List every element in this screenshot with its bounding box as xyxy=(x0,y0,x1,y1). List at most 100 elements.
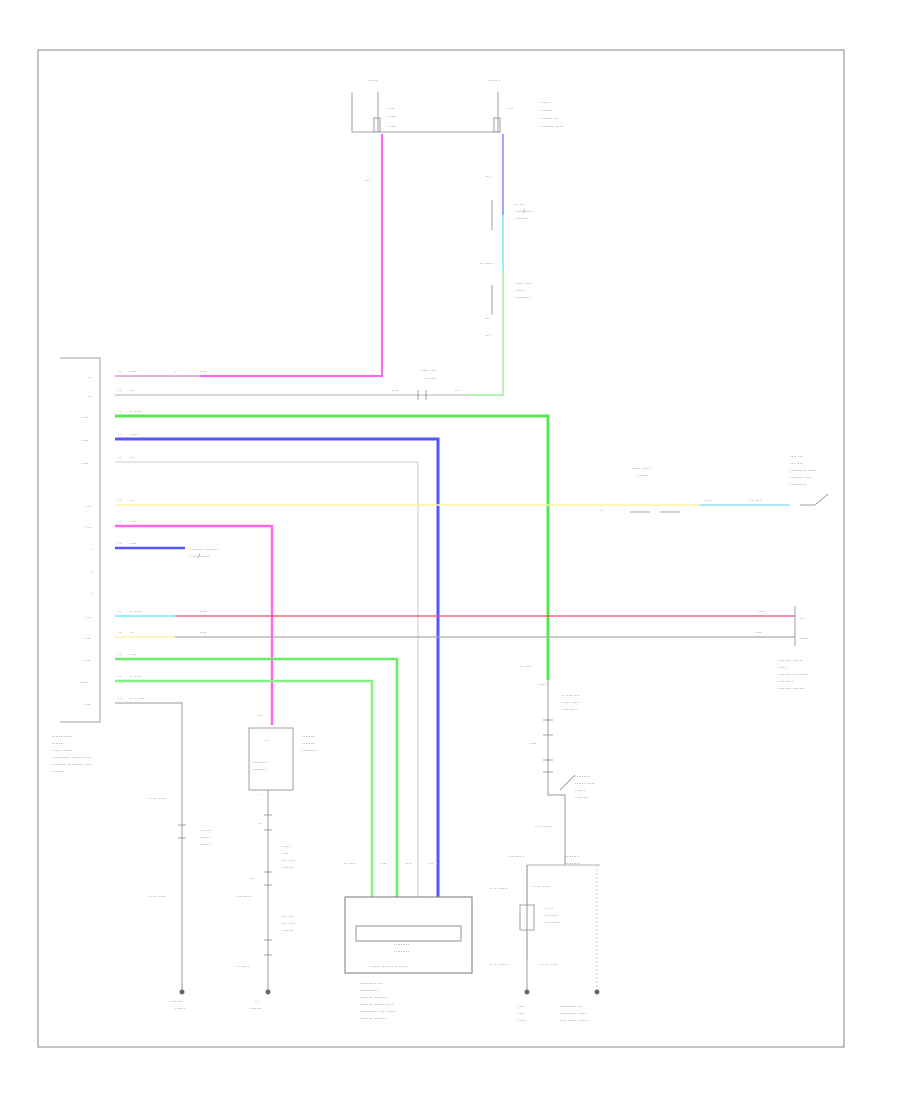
svg-text:·····: ····· xyxy=(518,1018,527,1024)
svg-text:········ ········: ········ ········ xyxy=(360,995,388,1001)
svg-text:··: ·· xyxy=(255,999,259,1005)
wire-green-row11 xyxy=(115,657,399,897)
svg-text:··· ····: ··· ···· xyxy=(790,461,803,467)
engine-control-module-right: ···· ···· ··· ····· ········ ······ ····… xyxy=(755,606,809,692)
svg-text:····: ···· xyxy=(84,702,91,708)
wire-pink-ig xyxy=(115,134,383,377)
svg-text:···· ···: ···· ··· xyxy=(790,454,803,460)
svg-text:·········· ·····: ·········· ····· xyxy=(790,468,817,474)
svg-text:········: ········ xyxy=(302,734,316,740)
diagram-frame xyxy=(37,49,845,1048)
svg-text:······: ······ xyxy=(200,835,210,841)
svg-text:·······: ······· xyxy=(540,108,552,114)
ground-tcm xyxy=(179,989,185,995)
ground-shift-lock xyxy=(265,989,271,995)
svg-text:··: ·· xyxy=(600,508,604,514)
junction-connector-row2: ····· ···· ······· xyxy=(417,368,437,400)
svg-text:······ ·····: ······ ····· xyxy=(52,748,72,754)
fuse-block-top-right: ··· ·· · ··· ······ ······· ······· ··· … xyxy=(488,78,563,133)
svg-text:···: ··· xyxy=(86,615,91,621)
svg-text:············: ············ xyxy=(52,734,72,740)
svg-text:·········: ········· xyxy=(236,894,251,900)
svg-text:·····: ····· xyxy=(282,844,291,850)
svg-text:···: ··· xyxy=(365,178,370,184)
svg-text:·····: ····· xyxy=(800,636,809,642)
svg-text:··: ·· xyxy=(130,498,134,504)
svg-text:·· ····: ·· ···· xyxy=(130,609,142,615)
svg-text:·······: ······· xyxy=(282,928,294,934)
svg-text:···········: ··········· xyxy=(360,988,379,994)
svg-text:······· ·: ······· · xyxy=(565,854,580,860)
svg-text:········ ······: ········ ······ xyxy=(778,658,803,664)
row8-destination-label: ········ ········ xyxy=(190,547,218,553)
svg-text:·········: ········· xyxy=(515,295,530,301)
svg-text:··· ···: ··· ··· xyxy=(282,914,294,920)
svg-text:·: · xyxy=(92,547,94,553)
svg-text:·· ·· ·····: ·· ·· ····· xyxy=(535,824,553,830)
svg-text:·····/······: ·····/······ xyxy=(190,554,210,560)
svg-text:····: ···· xyxy=(388,106,395,112)
svg-text:···: ··· xyxy=(485,316,490,322)
svg-text:······: ······ xyxy=(575,788,585,794)
svg-text:·····: ····· xyxy=(778,665,787,671)
svg-text:·····: ····· xyxy=(130,432,139,438)
svg-text:········: ········ xyxy=(515,216,529,222)
svg-text:·· ····: ·· ···· xyxy=(130,674,142,680)
svg-text:········: ········ xyxy=(302,741,316,747)
svg-text:·· ·· ·····: ·· ·· ····· xyxy=(148,796,166,802)
svg-text:···: ··· xyxy=(130,455,135,461)
svg-text:·····/·····: ·····/····· xyxy=(515,209,533,215)
svg-text:·· ·· ·····: ·· ·· ····· xyxy=(490,886,508,892)
svg-text:·······: ······· xyxy=(282,865,294,871)
svg-text:····: ···· xyxy=(130,652,137,658)
svg-text:·· ···· ···: ·· ···· ··· xyxy=(562,693,580,699)
svg-text:··: ·· xyxy=(118,409,122,415)
svg-text:·· ····: ·· ···· xyxy=(520,664,532,670)
svg-text:·· ·····: ·· ····· xyxy=(480,261,493,267)
svg-text:··: ·· xyxy=(118,696,122,702)
svg-text:·: · xyxy=(92,591,94,597)
svg-text:····· ·····: ····· ····· xyxy=(632,466,650,472)
svg-text:··: ·· xyxy=(118,432,122,438)
svg-text:····: ···· xyxy=(82,438,89,444)
svg-text:··· ·· ·: ··· ·· · xyxy=(488,78,501,84)
svg-text:·······: ······· xyxy=(52,769,64,775)
svg-text:·········: ········· xyxy=(575,774,590,780)
svg-text:·····: ····· xyxy=(388,114,397,120)
terminal-stop-lamp-right xyxy=(594,989,600,995)
svg-text:··: ·· xyxy=(118,609,122,615)
tcm-module: ·· ·· ···· ···· ···· ··· ··· · · · ··· ·… xyxy=(52,357,145,775)
svg-text:········ ·······: ········ ······· xyxy=(360,1016,387,1022)
stop-lamp-relay: ········ · ······· · ········· ·· ·· ···… xyxy=(490,854,588,1024)
svg-text:··: ·· xyxy=(118,519,122,525)
svg-text:···: ··· xyxy=(86,504,91,510)
stop-lamp-switch: ·· ···· ····· ·· ···· ··· ····· ····· ··… xyxy=(520,664,595,830)
svg-text:······: ······ xyxy=(638,473,648,479)
connector-cyan-top: ·· ··· ·····/····· ········ ····· ···· ·… xyxy=(365,174,533,339)
svg-text:··: ·· xyxy=(118,369,122,375)
tcm-ground-branch: ·· ·· ····· ··· ··· ······ ······ ·· ·· … xyxy=(148,796,212,1012)
svg-text:····: ···· xyxy=(84,658,91,664)
svg-text:······: ······ xyxy=(200,842,210,848)
svg-text:····: ···· xyxy=(130,369,137,375)
svg-text:·: · xyxy=(92,569,94,575)
svg-text:··· ···: ··· ··· xyxy=(200,828,212,834)
svg-text:·········: ········· xyxy=(545,920,560,926)
svg-text:·· ·····: ·· ····· xyxy=(236,964,249,970)
wire-gray-row5 xyxy=(115,461,419,897)
svg-text:·········· ···: ·········· ··· xyxy=(560,1004,583,1010)
svg-text:··: ·· xyxy=(118,674,122,680)
svg-text:····: ···· xyxy=(705,498,712,504)
svg-text:····: ···· xyxy=(130,519,137,525)
svg-text:··· ··: ··· ·· xyxy=(368,78,378,84)
svg-text:··········· ··· ······: ··········· ··· ······ xyxy=(360,1009,396,1015)
svg-text:···: ··· xyxy=(455,388,460,394)
wire-ground-tcm xyxy=(115,702,183,990)
svg-text:·· ····: ·· ···· xyxy=(130,409,142,415)
svg-text:····· ····: ····· ···· xyxy=(515,281,532,287)
svg-text:········ ·········· ····: ········ ·········· ···· xyxy=(52,762,92,768)
svg-text:········: ········ xyxy=(170,999,184,1005)
svg-text:··: ·· xyxy=(118,541,122,547)
svg-text:··: ·· xyxy=(118,455,122,461)
